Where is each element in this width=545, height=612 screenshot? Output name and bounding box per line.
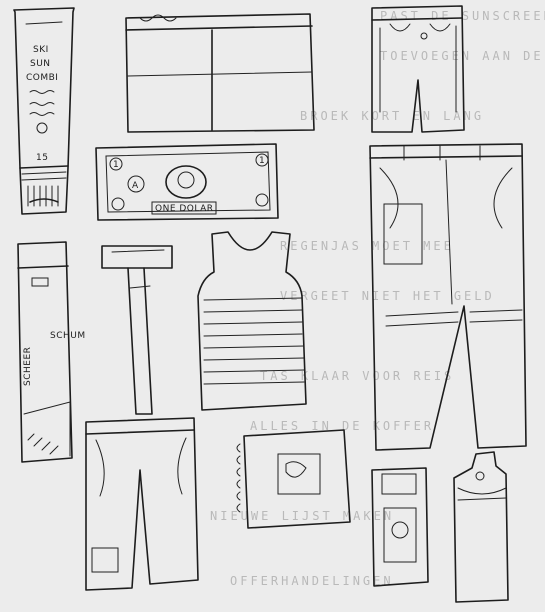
ghost-line-8: NIEUWE LIJST MAKEN — [210, 509, 394, 523]
sunscreen-tube: SKI SUN COMBI 15 — [13, 7, 75, 215]
sunscreen-label-ski: SKI — [33, 45, 49, 55]
ghost-line-6: TAS KLAAR VOOR REIS — [260, 369, 454, 383]
razor-sketch — [101, 245, 173, 415]
short-trousers-sketch — [85, 417, 199, 591]
banknote-denomination: ONE DOLAR — [155, 204, 214, 214]
banknote-corner-tl: 1 — [113, 160, 119, 170]
bleed-through-writing: PAST DE SUNSCREEN IN DE TAS TOEVOEGEN AA… — [210, 9, 545, 588]
ghost-line-7: ALLES IN DE KOFFER — [250, 419, 434, 433]
shorts-sketch — [125, 13, 315, 133]
notebook-sketch — [236, 429, 351, 529]
ghost-line-5: VERGEET NIET HET GELD — [280, 289, 495, 303]
ghost-line-3: BROEK KORT EN LANG — [300, 109, 484, 123]
banknote-sketch: 1 1 A ONE DOLAR — [95, 143, 279, 221]
foam-label-schum: SCHUM — [50, 331, 86, 341]
ghost-line-9: OFFERHANDELINGEN — [230, 574, 394, 588]
water-bottle-sketch — [453, 451, 509, 603]
ghost-line-4: REGENJAS MOET MEE — [280, 239, 454, 253]
small-bottle-sketch — [371, 467, 429, 587]
banknote-seal: A — [132, 181, 139, 191]
banknote-corner-tr: 1 — [259, 156, 265, 166]
sunscreen-label-combi: COMBI — [26, 73, 58, 83]
shorts-right-sketch — [371, 5, 465, 133]
foam-label-scheer: SCHEER — [23, 347, 33, 386]
shaving-foam-can: SCHEER SCHUM — [17, 241, 86, 463]
tank-top-sketch — [197, 231, 307, 411]
sunscreen-spf: 15 — [36, 153, 48, 163]
sunscreen-label-sun: SUN — [30, 59, 51, 69]
long-trousers-sketch — [369, 143, 527, 451]
